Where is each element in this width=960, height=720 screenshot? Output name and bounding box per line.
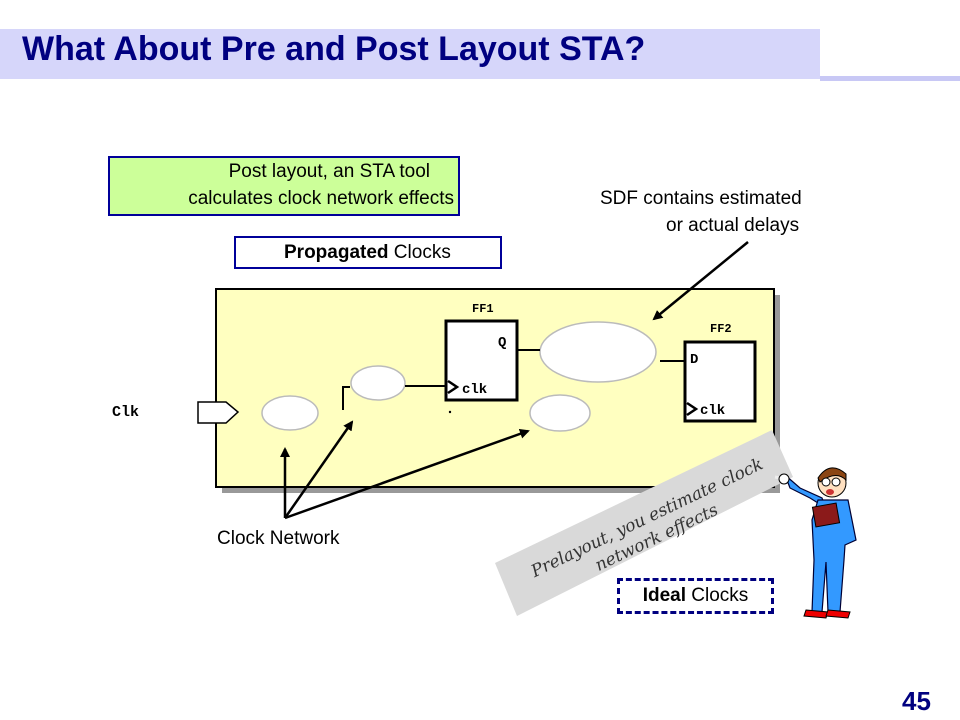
arrow-clock-network-3 (284, 428, 530, 520)
ideal-rest: Clocks (686, 585, 749, 606)
title-band (0, 29, 820, 79)
post-layout-callout: Post layout, an STA tool calculates cloc… (108, 156, 460, 216)
dot (448, 410, 452, 414)
prelayout-banner (495, 430, 793, 616)
data-path-cloud (539, 321, 657, 383)
page-number: 45 (902, 686, 931, 716)
teacher-illustration-icon (774, 467, 857, 619)
sdf-callout: SDF contains estimated or actual delays (600, 185, 802, 239)
sdf-line2: or actual delays (666, 215, 800, 236)
propagated-rest: Clocks (388, 242, 451, 263)
clk-port (197, 401, 240, 424)
ff1-clk-pin: clk (462, 382, 487, 398)
arrow-clock-network-2 (283, 420, 354, 519)
cloud-2 (350, 365, 406, 401)
post-layout-line1: Post layout, an STA tool (228, 161, 430, 182)
ff2-box (683, 340, 757, 423)
ideal-clocks-label: Ideal Clocks (617, 578, 774, 614)
clock-network-label: Clock Network (217, 528, 340, 549)
wire-clk-in (342, 386, 350, 410)
ideal-bold: Ideal (642, 585, 686, 606)
ff2-label: FF2 (710, 322, 732, 336)
ff1-q-pin: Q (498, 335, 506, 351)
cloud-3 (529, 394, 591, 432)
cloud-1 (261, 395, 319, 431)
post-layout-line2: calculates clock network effects (188, 188, 454, 209)
clk-port-label: Clk (112, 404, 139, 421)
slide-title: What About Pre and Post Layout STA? (22, 30, 646, 68)
title-rule (820, 76, 960, 81)
ff2-clk-pin: clk (700, 403, 725, 419)
sdf-line1: SDF contains estimated (600, 188, 802, 209)
arrow-sdf (652, 241, 749, 321)
ff1-label: FF1 (472, 302, 494, 316)
ff2-d-pin: D (690, 352, 698, 368)
propagated-bold: Propagated (284, 242, 389, 263)
propagated-clocks-label: Propagated Clocks (234, 236, 502, 269)
ff1-clock-triangle-icon (447, 379, 460, 395)
ff2-clock-triangle-icon (686, 401, 699, 417)
